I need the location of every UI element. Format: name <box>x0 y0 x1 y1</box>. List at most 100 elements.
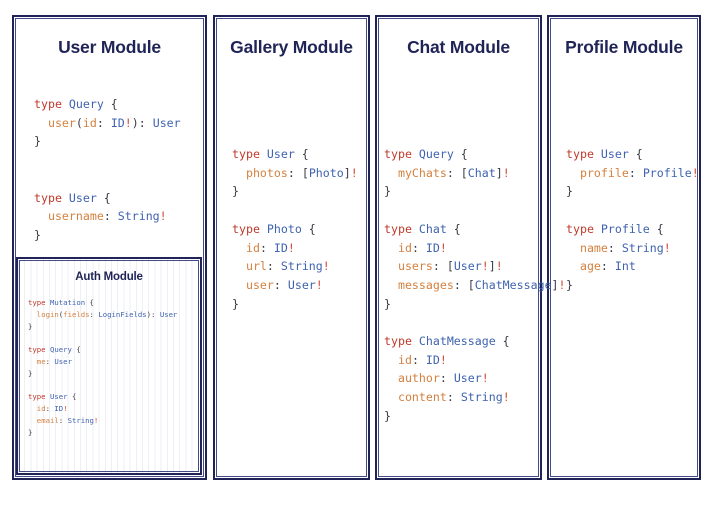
code-line: } <box>384 295 566 314</box>
code-line <box>28 380 177 392</box>
code-token: } <box>232 296 239 311</box>
code-token <box>384 390 398 404</box>
code-line: } <box>28 321 177 333</box>
code-token: User <box>152 115 181 130</box>
code-token: Query <box>418 147 454 161</box>
code-token: { <box>67 392 77 402</box>
code-token: : <box>273 277 288 292</box>
code-token: ID <box>110 115 125 130</box>
code-token: Mutation <box>49 298 86 307</box>
code-token: type <box>28 298 50 307</box>
code-token: Query <box>49 345 72 355</box>
code-line: email: String! <box>28 415 177 427</box>
code-token <box>384 241 398 255</box>
code-token: : <box>259 240 274 255</box>
code-token: : <box>411 240 426 255</box>
code-token <box>232 166 246 180</box>
code-token: } <box>566 184 573 199</box>
code-token: ! <box>663 240 671 255</box>
code-line <box>34 170 181 189</box>
code-token: ID <box>54 404 64 414</box>
code-line: } <box>28 427 177 439</box>
code-token: String <box>621 240 664 255</box>
code-token: user <box>47 115 76 130</box>
code-token: ! <box>481 371 489 386</box>
code-token: } <box>384 296 391 311</box>
code-token: ID <box>273 240 288 255</box>
code-line: id: ID! <box>384 351 566 370</box>
code-token: : <box>266 259 281 274</box>
code-token: } <box>384 408 391 423</box>
code-token: User <box>54 356 72 366</box>
module-card-chat[interactable]: Chat Module type Query { myChats: [Chat]… <box>375 15 566 480</box>
code-token: id <box>245 240 260 255</box>
code-token: { <box>294 147 309 161</box>
code-token: User <box>453 259 482 274</box>
code-token: ] <box>551 277 559 292</box>
code-token: User <box>600 147 629 161</box>
code-token: fields <box>63 309 90 319</box>
code-token: { <box>446 221 461 236</box>
code-line: type User { <box>566 145 699 164</box>
code-token: { <box>96 190 111 205</box>
code-token: } <box>34 134 41 149</box>
code-token: Query <box>68 97 104 111</box>
code-token: url <box>245 259 267 274</box>
code-token: : <box>411 352 426 367</box>
code-token: User <box>68 190 97 205</box>
code-token <box>28 357 37 366</box>
code-line: type Query { <box>34 95 181 114</box>
code-token <box>232 259 246 273</box>
code-token: User <box>266 147 295 161</box>
code-line: type User { <box>34 189 181 208</box>
code-token: ): <box>131 115 153 130</box>
module-card-user[interactable]: User Module type Query { user(id: ID!): … <box>12 15 207 480</box>
code-token: ! <box>495 259 503 274</box>
code-token: { <box>85 298 94 307</box>
code-token <box>34 209 48 223</box>
code-token: String <box>280 259 323 274</box>
module-code-user: type Query { user(id: ID!): User} type U… <box>34 95 181 245</box>
code-token: } <box>566 277 573 292</box>
code-token: photos <box>245 165 288 180</box>
code-token: { <box>103 97 118 111</box>
code-line <box>28 332 177 344</box>
code-token: ( <box>75 115 83 130</box>
code-token: Profile <box>600 221 650 236</box>
code-token <box>384 278 398 292</box>
module-card-profile[interactable]: Profile Module type User { profile: Prof… <box>547 15 701 480</box>
code-token: { <box>495 334 510 349</box>
module-card-auth[interactable]: Auth Module type Mutation { login(fields… <box>16 257 202 475</box>
code-line: } <box>384 407 566 426</box>
code-token: id <box>397 352 412 367</box>
code-token: } <box>232 184 239 199</box>
code-line: } <box>34 132 181 151</box>
code-token: } <box>28 368 33 378</box>
code-token: : [ <box>287 165 309 180</box>
code-token: type <box>384 221 419 236</box>
code-line: } <box>28 368 177 380</box>
module-code-profile: type User { profile: Profile!} type Prof… <box>566 145 699 295</box>
code-token: ] <box>343 165 351 180</box>
module-card-gallery[interactable]: Gallery Module type User { photos: [Phot… <box>213 15 370 480</box>
code-line: type Query { <box>384 145 566 164</box>
code-line <box>384 201 566 220</box>
code-token <box>28 310 37 319</box>
code-token: { <box>301 221 316 236</box>
code-line <box>384 313 566 332</box>
code-token: messages <box>397 277 454 292</box>
code-token: users <box>397 259 433 274</box>
code-token: : <box>628 165 643 180</box>
code-token: : <box>446 390 461 405</box>
code-line: type User { <box>232 145 358 164</box>
code-token: ! <box>502 390 510 405</box>
code-token: email <box>36 415 59 425</box>
code-token: type <box>34 97 69 111</box>
code-token: Photo <box>308 165 344 180</box>
code-token: me <box>36 356 46 366</box>
code-line: myChats: [Chat]! <box>384 164 566 183</box>
code-token: type <box>28 345 50 355</box>
code-token: name <box>579 240 608 255</box>
code-token: } <box>384 184 391 199</box>
code-token: User <box>287 277 316 292</box>
